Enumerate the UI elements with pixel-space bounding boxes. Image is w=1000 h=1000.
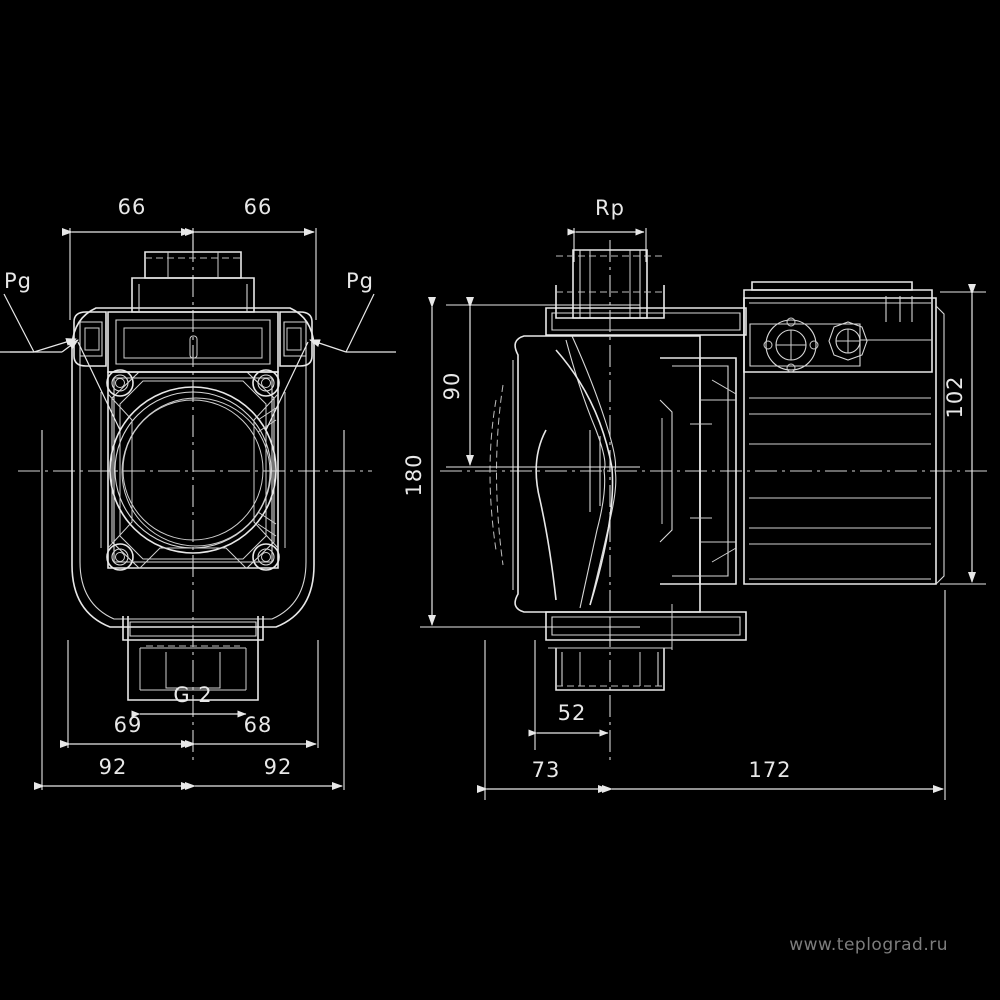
- dim-side-port-offset: 52: [558, 701, 587, 725]
- side-stator-housing: [659, 357, 737, 585]
- dim-front-thread: G 2: [173, 683, 212, 707]
- side-gland-symbol-large: [763, 317, 819, 373]
- motor-cooling-fins: [749, 397, 931, 545]
- callout-pg-right: Pg: [265, 269, 396, 431]
- front-bottom-port: [122, 616, 264, 701]
- front-housing-outline: [71, 307, 315, 628]
- front-cable-gland-left: [73, 311, 107, 367]
- dim-front-port-right: 68: [244, 713, 273, 737]
- callout-pg-left-label: Pg: [4, 269, 32, 293]
- front-ribs: [107, 393, 279, 569]
- callout-pg-left: Pg: [0, 269, 121, 431]
- dim-side-motor-depth: 172: [748, 758, 791, 782]
- front-centerlines: [18, 240, 372, 760]
- dim-front-top-left: 66: [118, 195, 147, 219]
- callout-pg-right-label: Pg: [346, 269, 374, 293]
- side-motor-body: [743, 297, 945, 585]
- dim-front-top-right: 66: [244, 195, 273, 219]
- side-dimensions: Rp 90 180 102 52 73 172: [402, 196, 986, 800]
- front-view: [18, 240, 372, 760]
- watermark: www.teplograd.ru: [789, 935, 948, 955]
- dim-side-height-upper: 90: [440, 372, 464, 401]
- front-terminal-box: [107, 251, 279, 373]
- front-dimensions: 66 66 G 2 69 68 92 92: [34, 195, 345, 790]
- side-top-flange: [545, 307, 747, 336]
- dim-side-motor-height: 102: [943, 375, 967, 418]
- side-bottom-port: [548, 604, 673, 691]
- dim-front-overall-right: 92: [264, 755, 293, 779]
- dim-side-height-total: 180: [402, 453, 426, 496]
- side-bottom-flange: [545, 611, 747, 641]
- front-bore: [109, 386, 277, 554]
- side-terminal-box: [743, 281, 933, 373]
- side-view: [440, 240, 990, 760]
- dim-front-overall-left: 92: [99, 755, 128, 779]
- dim-front-port-left: 69: [114, 713, 143, 737]
- dim-side-body-depth: 73: [532, 758, 561, 782]
- dim-side-top-port: Rp: [595, 196, 625, 220]
- side-gland-symbol-small: [828, 321, 868, 361]
- front-cable-gland-right: [279, 311, 313, 367]
